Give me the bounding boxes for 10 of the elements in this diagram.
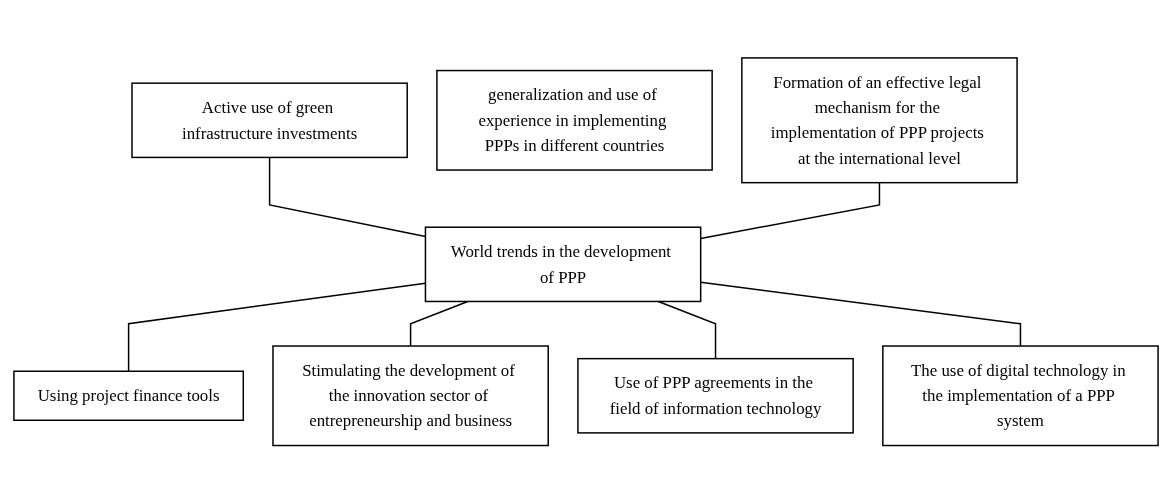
node-box: Use of PPP agreements in the field of information technology bbox=[577, 357, 854, 434]
node-box: generalization and use of experience in implementing PPPs in different countries bbox=[436, 69, 713, 171]
node-box: The use of digital technology in the implementation of a PPP system bbox=[882, 345, 1159, 447]
connector bbox=[657, 300, 717, 360]
node-box: World trends in the development of PPP bbox=[424, 226, 702, 302]
node-box: Formation of an effective legal mechanism for the implementation of PPP projects at the international level bbox=[741, 56, 1018, 184]
node-box: Stimulating the development of the innovation sector of entrepreneurship and business bbox=[272, 345, 549, 447]
node-box: Active use of green infrastructure investments bbox=[131, 82, 408, 158]
node-box: Using project finance tools bbox=[13, 370, 245, 421]
connector bbox=[409, 300, 469, 347]
